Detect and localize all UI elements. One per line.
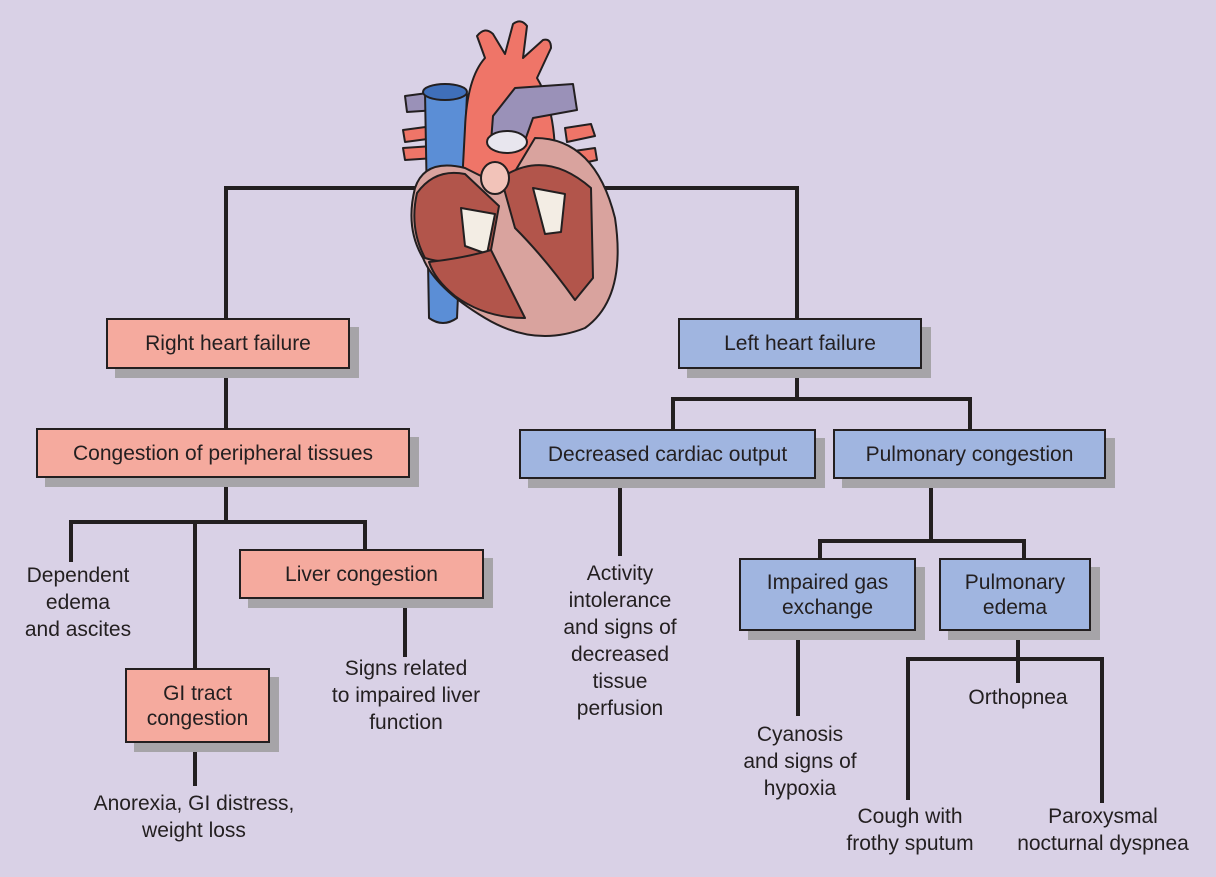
- heart-illustration: [402, 20, 619, 337]
- gi-signs-text: Anorexia, GI distress, weight loss: [74, 790, 314, 844]
- right-heart-failure-label: Right heart failure: [145, 332, 311, 355]
- cough-line-2: frothy sputum: [846, 832, 974, 855]
- liver-signs-line-3: function: [369, 711, 443, 734]
- hypoxia-signs-line-3: hypoxia: [763, 777, 837, 800]
- pulmonary-congestion-box: Pulmonary congestion: [833, 429, 1106, 479]
- cough-line-1: Cough with: [857, 805, 963, 828]
- gi-signs-line-2: weight loss: [142, 819, 246, 842]
- liver-congestion-box: Liver congestion: [239, 549, 484, 599]
- left-heart-failure-label: Left heart failure: [724, 332, 876, 355]
- cardiac-output-signs-line-1: Activity: [586, 562, 654, 585]
- gas-exchange-line-2: exchange: [781, 595, 874, 619]
- decreased-cardiac-output-box: Decreased cardiac output: [519, 429, 816, 479]
- pulmonary-edema-line-2: edema: [982, 595, 1048, 619]
- left-heart-failure-box: Left heart failure: [678, 318, 922, 369]
- right-heart-failure-box: Right heart failure: [106, 318, 350, 369]
- dependent-edema-line-3: and ascites: [24, 618, 132, 641]
- dependent-edema-line-2: edema: [45, 591, 111, 614]
- pnd-line-1: Paroxysmal: [1048, 805, 1158, 828]
- cardiac-output-signs-text: Activity intolerance and signs of decrea…: [550, 560, 690, 722]
- gi-signs-line-1: Anorexia, GI distress,: [93, 792, 295, 815]
- pnd-line-2: nocturnal dyspnea: [1017, 832, 1189, 855]
- hypoxia-signs-text: Cyanosis and signs of hypoxia: [730, 721, 870, 802]
- liver-congestion-label: Liver congestion: [285, 562, 438, 586]
- impaired-gas-exchange-box: Impaired gas exchange: [739, 558, 916, 631]
- dependent-edema-text: Dependent edema and ascites: [14, 562, 142, 643]
- cardiac-output-signs-line-4: decreased: [570, 643, 670, 666]
- connector-heart-to-left: [600, 186, 799, 318]
- orthopnea-text: Orthopnea: [948, 684, 1088, 711]
- liver-signs-text: Signs related to impaired liver function: [316, 655, 496, 736]
- liver-signs-line-2: to impaired liver: [331, 684, 481, 707]
- hypoxia-signs-line-2: and signs of: [743, 750, 857, 773]
- gi-tract-congestion-box: GI tract congestion: [125, 668, 270, 743]
- gi-tract-line-1: GI tract: [163, 681, 232, 705]
- pnd-text: Paroxysmal nocturnal dyspnea: [1000, 803, 1206, 857]
- pulmonary-congestion-label: Pulmonary congestion: [865, 442, 1074, 466]
- decreased-cardiac-output-label: Decreased cardiac output: [547, 442, 788, 466]
- cardiac-output-signs-line-3: and signs of: [563, 616, 677, 639]
- liver-signs-line-1: Signs related: [344, 657, 468, 680]
- cardiac-output-signs-line-6: perfusion: [576, 697, 664, 720]
- dependent-edema-line-1: Dependent: [26, 564, 130, 587]
- orthopnea-label: Orthopnea: [968, 686, 1068, 709]
- gas-exchange-line-1: Impaired gas: [766, 570, 889, 594]
- cardiac-output-signs-line-5: tissue: [592, 670, 648, 693]
- pulmonary-edema-box: Pulmonary edema: [939, 558, 1091, 631]
- cardiac-output-signs-line-2: intolerance: [568, 589, 672, 612]
- congestion-peripheral-tissues-box: Congestion of peripheral tissues: [36, 428, 410, 478]
- gi-tract-line-2: congestion: [146, 706, 249, 730]
- connector-heart-to-right: [224, 186, 420, 318]
- hypoxia-signs-line-1: Cyanosis: [756, 723, 844, 746]
- cough-text: Cough with frothy sputum: [830, 803, 990, 857]
- congestion-peripheral-tissues-label: Congestion of peripheral tissues: [72, 441, 373, 465]
- pulmonary-edema-line-1: Pulmonary: [964, 570, 1066, 594]
